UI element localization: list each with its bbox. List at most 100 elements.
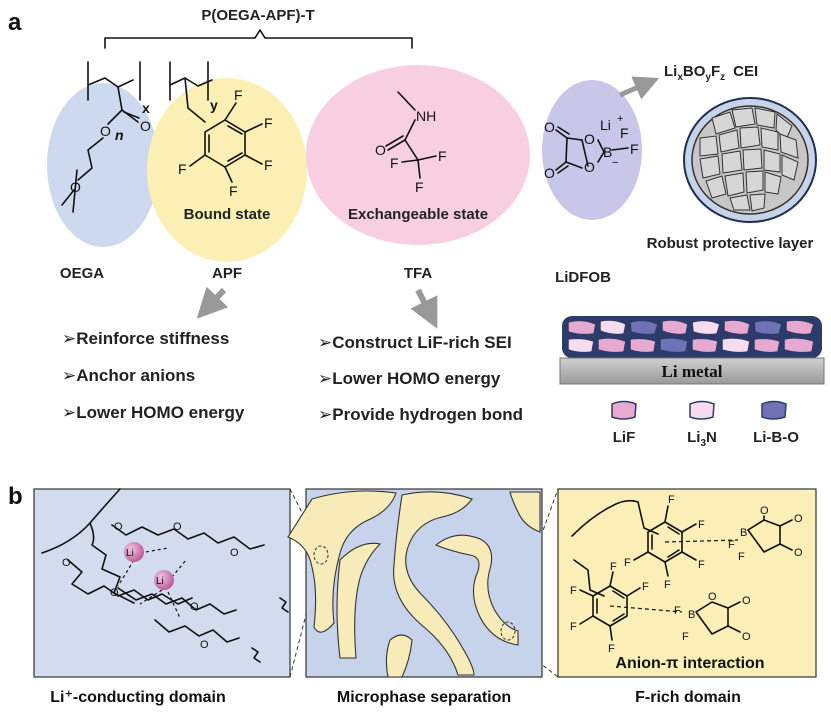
peg-o: O <box>70 179 81 195</box>
frich-o: O <box>760 505 769 517</box>
legend-lif-swatch <box>611 400 637 420</box>
tfa-molecule <box>385 91 437 179</box>
lidfob-b: B <box>603 144 612 160</box>
apf-bullet-item: ➢Lower HOMO energy <box>62 403 245 422</box>
sei-legend: LiF Li3N Li-B-O <box>611 400 799 449</box>
sub-y: y <box>210 97 218 113</box>
polymer-bracket <box>104 29 413 49</box>
ester-o2: O <box>100 123 111 139</box>
frich-f: F <box>664 579 671 591</box>
legend-libo-swatch <box>761 400 787 420</box>
frich-f: F <box>570 621 577 633</box>
left-o: O <box>110 587 119 599</box>
apf-f1: F <box>234 87 243 103</box>
tfa-state-label: Exchangeable state <box>348 206 488 223</box>
panel-a-letter: a <box>8 9 22 36</box>
apf-f3: F <box>264 157 273 173</box>
frich-f: F <box>698 559 705 571</box>
ester-o1: O <box>140 118 151 134</box>
panel-b-letter: b <box>8 483 23 510</box>
lidfob-o4: O <box>544 165 555 181</box>
tfa-bullet-list: ➢Construct LiF-rich SEI ➢Lower HOMO ener… <box>318 333 523 424</box>
tfa-f1: F <box>390 155 399 171</box>
protective-layer-label: Robust protective layer <box>647 235 814 252</box>
frich-o: O <box>742 595 751 607</box>
frich-b: B <box>740 527 747 539</box>
frich-f: F <box>570 585 577 597</box>
sub-x: x <box>142 100 150 116</box>
apf-arrow <box>196 286 229 319</box>
tfa-bubble <box>306 65 530 245</box>
tfa-label: TFA <box>404 265 432 282</box>
lidfob-o1: O <box>584 131 595 147</box>
oega-label: OEGA <box>60 265 104 282</box>
microphase-box <box>287 488 543 678</box>
lidfob-f2: F <box>630 141 639 157</box>
sub-n: n <box>115 127 124 143</box>
legend-libo-label: Li-B-O <box>753 429 799 446</box>
li-metal-label: Li metal <box>662 362 723 381</box>
frich-f: F <box>674 605 681 617</box>
apf-f2: F <box>264 115 273 131</box>
li-metal-slab <box>559 357 825 385</box>
frich-f: F <box>698 519 705 531</box>
lidfob-molecule <box>555 126 629 174</box>
frich-f: F <box>738 551 745 563</box>
tfa-f3: F <box>415 179 424 195</box>
li-conducting-caption: Li⁺-conducting domain <box>50 689 226 706</box>
frich-f: F <box>610 561 617 573</box>
left-o: O <box>190 601 199 613</box>
lidfob-o3: O <box>544 119 555 135</box>
lidfob-minus: − <box>612 157 618 169</box>
lidfob-li-plus: + <box>617 113 623 125</box>
lidfob-label: LiDFOB <box>555 269 611 286</box>
apf-ring <box>189 102 263 183</box>
oega-bubble <box>47 83 159 247</box>
sei-layer <box>562 316 822 358</box>
frich-o: O <box>742 631 751 643</box>
frich-f: F <box>682 631 689 643</box>
cei-arrow <box>619 76 660 100</box>
cei-particle <box>683 97 817 223</box>
microphase-caption: Microphase separation <box>337 689 511 706</box>
frich-o: O <box>708 591 717 603</box>
frich-f: F <box>608 643 615 655</box>
left-o: O <box>200 639 209 651</box>
apf-state-label: Bound state <box>184 206 271 223</box>
frich-f: F <box>642 581 649 593</box>
tfa-bullet-item: ➢Lower HOMO energy <box>318 369 501 388</box>
frich-b: B <box>688 609 695 621</box>
left-o: O <box>173 521 182 533</box>
apf-f5: F <box>178 161 187 177</box>
li-ion-sphere <box>154 570 174 590</box>
apf-bullet-list: ➢Reinforce stiffness ➢Anchor anions ➢Low… <box>62 329 245 422</box>
f-rich-caption: F-rich domain <box>635 689 741 706</box>
li-ion-sphere <box>124 542 144 562</box>
frich-f: F <box>728 539 735 551</box>
tfa-f2: F <box>438 148 447 164</box>
legend-lif-label: LiF <box>613 429 636 446</box>
frich-o: O <box>794 513 803 525</box>
apf-bullet-item: ➢Reinforce stiffness <box>62 329 229 348</box>
left-o: O <box>62 557 71 569</box>
legend-li3n-swatch <box>689 400 715 420</box>
left-o: O <box>230 547 239 559</box>
legend-li3n-label: Li3N <box>687 429 717 449</box>
tfa-o: O <box>375 142 386 158</box>
apf-label: APF <box>212 265 242 282</box>
polymer-backbone <box>61 61 213 213</box>
f-rich-domain-box <box>557 488 817 678</box>
li-ion-label: Li <box>126 548 134 559</box>
frich-f: F <box>668 494 675 506</box>
apf-f4: F <box>229 183 238 199</box>
tfa-bullet-item: ➢Construct LiF-rich SEI <box>318 333 512 352</box>
frich-o: O <box>794 547 803 559</box>
li-ion-label: Li <box>156 576 164 587</box>
anion-pi-label: Anion-π interaction <box>615 655 764 672</box>
left-o: O <box>114 521 123 533</box>
tfa-nh: NH <box>416 108 436 124</box>
lidfob-f1: F <box>620 125 629 141</box>
